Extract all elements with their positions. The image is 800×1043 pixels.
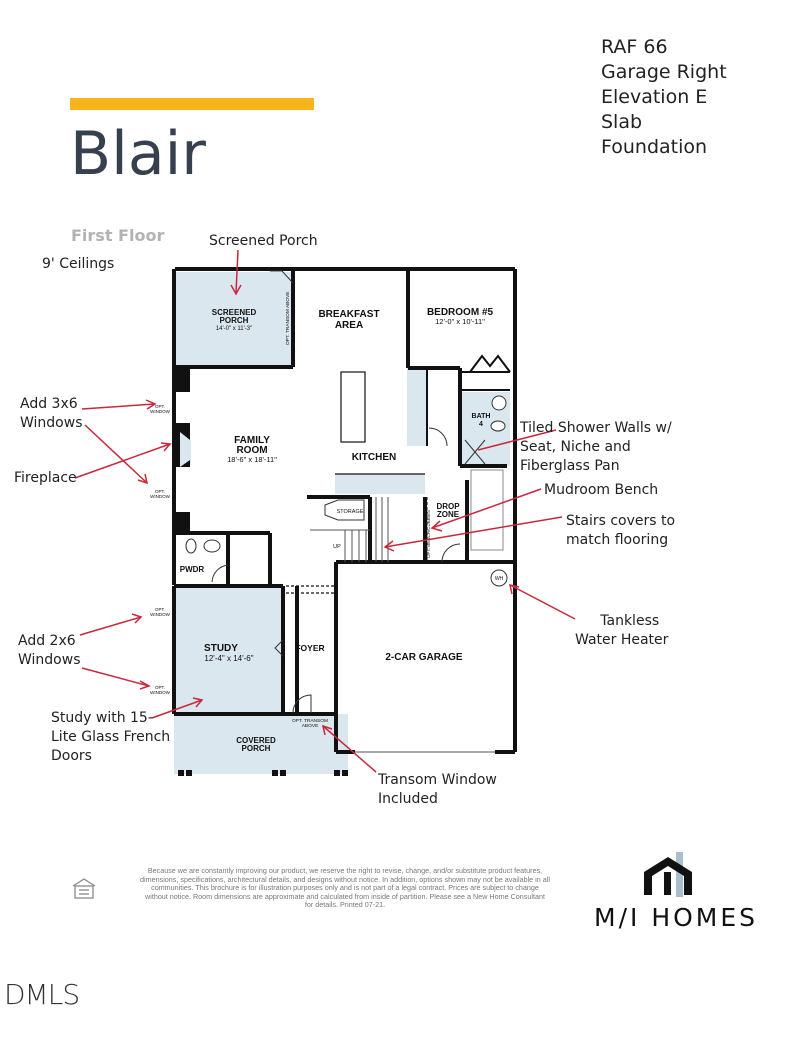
svg-text:STORAGE: STORAGE xyxy=(337,509,364,515)
svg-text:ABOVE: ABOVE xyxy=(302,723,319,729)
callout-tiled-shower: Tiled Shower Walls w/ Seat, Niche and Fi… xyxy=(520,419,672,476)
plan-title: Blair xyxy=(70,119,206,189)
water-heater-label: WH xyxy=(495,576,504,582)
callout-tankless-water-heater: Tankless Water Heater xyxy=(575,612,668,650)
svg-text:OPT. TRANSOM ABOVE: OPT. TRANSOM ABOVE xyxy=(285,292,291,346)
svg-text:18'-6" x 18'-11": 18'-6" x 18'-11" xyxy=(227,455,277,464)
svg-text:ROOM: ROOM xyxy=(236,445,267,456)
mi-homes-logo-mark xyxy=(644,852,692,897)
callout-line: match flooring xyxy=(566,532,669,548)
callout-add-2x6-windows: Add 2x6 Windows xyxy=(18,632,81,670)
callout-stairs: Stairs covers to match flooring xyxy=(566,512,675,550)
svg-text:FOYER: FOYER xyxy=(295,643,324,653)
callout-line: Windows xyxy=(20,415,83,431)
floor-label: First Floor xyxy=(71,226,165,245)
svg-text:WINDOW: WINDOW xyxy=(150,612,170,617)
room-labels: SCREENED PORCH 14'-0" x 11'-3" BREAKFAST… xyxy=(150,292,493,754)
svg-text:FAMILY: FAMILY xyxy=(234,435,270,446)
svg-text:PORCH: PORCH xyxy=(220,316,249,325)
svg-text:BEDROOM #5: BEDROOM #5 xyxy=(427,307,494,318)
svg-text:AREA: AREA xyxy=(335,320,363,331)
svg-text:SCREENED: SCREENED xyxy=(212,308,257,317)
svg-text:2-CAR GARAGE: 2-CAR GARAGE xyxy=(385,652,463,663)
svg-text:BATH: BATH xyxy=(472,413,491,420)
callout-line: Study with 15- xyxy=(51,710,153,726)
svg-text:BREAKFAST: BREAKFAST xyxy=(318,309,379,320)
callout-line: Doors xyxy=(51,748,92,764)
callout-study-french-doors: Study with 15- Lite Glass French Doors xyxy=(51,709,170,766)
callout-mudroom-bench: Mudroom Bench xyxy=(544,482,659,498)
spec-line: Slab xyxy=(601,111,643,133)
plan-specs: RAF 66 Garage Right Elevation E Slab Fou… xyxy=(601,35,727,160)
callout-line: Seat, Niche and xyxy=(520,439,631,455)
svg-text:WINDOW: WINDOW xyxy=(150,409,170,414)
svg-text:DROP: DROP xyxy=(436,502,460,511)
ceiling-height-label: 9' Ceilings xyxy=(42,256,115,272)
legal-disclaimer: Because we are constantly improving our … xyxy=(140,866,550,910)
tinted-areas xyxy=(174,272,510,774)
svg-text:OPT. BENCH/CUBBIES: OPT. BENCH/CUBBIES xyxy=(426,510,431,558)
svg-text:12'-0" x 10'-11": 12'-0" x 10'-11" xyxy=(435,317,485,326)
svg-text:UP: UP xyxy=(333,544,341,550)
callout-arrows xyxy=(74,249,576,773)
svg-text:ZONE: ZONE xyxy=(437,510,460,519)
svg-text:KITCHEN: KITCHEN xyxy=(352,452,396,463)
svg-text:OPT.: OPT. xyxy=(155,489,165,494)
svg-text:WINDOW: WINDOW xyxy=(150,494,170,499)
callout-transom-window: Transom Window Included xyxy=(378,771,497,809)
svg-text:COVERED: COVERED xyxy=(236,736,276,745)
mls-watermark: DMLS xyxy=(4,978,80,1011)
callout-line: Add 2x6 xyxy=(18,633,76,649)
svg-text:WINDOW: WINDOW xyxy=(150,690,170,695)
svg-text:PORCH: PORCH xyxy=(242,744,271,753)
spec-line: RAF 66 xyxy=(601,36,668,58)
svg-text:12'-4" x 14'-6": 12'-4" x 14'-6" xyxy=(204,654,253,663)
callout-line: Lite Glass French xyxy=(51,729,171,745)
callout-line: Included xyxy=(378,791,438,807)
callout-line: Tankless xyxy=(600,613,660,629)
accent-bar xyxy=(70,98,314,110)
callout-screened-porch: Screened Porch xyxy=(209,233,318,249)
mi-homes-logo-text: M/I HOMES xyxy=(594,903,759,932)
callout-line: Water Heater xyxy=(575,632,669,648)
callout-line: Fiberglass Pan xyxy=(520,458,620,474)
svg-text:14'-0" x 11'-3": 14'-0" x 11'-3" xyxy=(216,326,252,332)
callout-line: Tiled Shower Walls w/ xyxy=(520,420,672,436)
equal-housing-opportunity-icon xyxy=(72,878,96,899)
svg-text:OPT. TRANSOM: OPT. TRANSOM xyxy=(292,718,328,724)
callout-fireplace: Fireplace xyxy=(14,470,77,486)
svg-text:OPT.: OPT. xyxy=(155,404,165,409)
svg-text:STUDY: STUDY xyxy=(204,643,238,654)
callout-line: Windows xyxy=(18,652,81,668)
spec-line: Foundation xyxy=(601,136,708,158)
callout-line: Transom Window xyxy=(378,772,497,788)
svg-text:OPT.: OPT. xyxy=(155,607,165,612)
callout-add-3x6-windows: Add 3x6 Windows xyxy=(20,395,83,433)
callout-line: Stairs covers to xyxy=(566,513,676,529)
spec-line: Elevation E xyxy=(601,86,708,108)
callout-line: Add 3x6 xyxy=(20,396,78,412)
svg-text:4: 4 xyxy=(479,421,483,428)
spec-line: Garage Right xyxy=(601,61,727,83)
svg-text:PWDR: PWDR xyxy=(180,565,205,574)
svg-text:OPT.: OPT. xyxy=(155,685,165,690)
